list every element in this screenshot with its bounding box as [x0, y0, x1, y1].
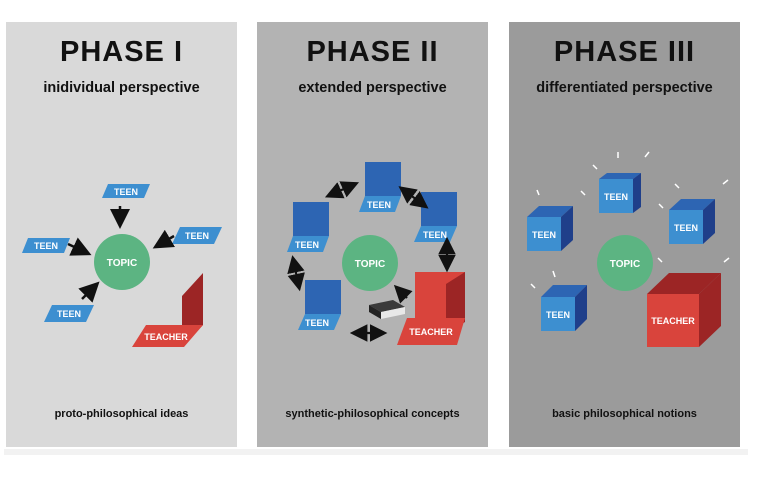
teen-cube-side: [703, 199, 715, 244]
teacher-label: TEACHER: [651, 316, 695, 326]
teen-wall: [421, 192, 457, 226]
teen-cube-top: [599, 173, 641, 179]
arrow: [78, 281, 100, 303]
teen-label: TEEN: [546, 310, 570, 320]
phase-2-footer: synthetic-philosophical concepts: [285, 408, 460, 420]
teen-tile: [287, 236, 329, 252]
teacher-cube-side: [699, 273, 721, 347]
teen-cube-side: [561, 206, 573, 251]
teen-cube-front: [527, 217, 561, 251]
teen-label: TEEN: [114, 187, 138, 197]
topic-circle: [342, 235, 398, 291]
teen-cube-side: [633, 173, 641, 213]
teacher-cube-front: [647, 294, 699, 347]
teen-tile: [102, 184, 150, 198]
teen-label: TEEN: [367, 200, 391, 210]
phase-1-diagram: TOPIC TEEN TEEN TEEN TEEN TEACHER: [22, 184, 222, 347]
teen-tile: [22, 238, 70, 253]
phase-3-panel: PHASE III differentiated perspective TOP…: [509, 22, 740, 447]
teen-label: TEEN: [57, 309, 81, 319]
phase-2-diagram: TOPIC TEEN TEEN TEEN TEEN TEACHER: [287, 162, 465, 345]
teen-cube-front: [541, 297, 575, 331]
phase-1-title: PHASE I: [59, 36, 184, 68]
teacher-cube-top: [647, 273, 721, 294]
topic-circle: [597, 235, 653, 291]
teen-cube-top: [527, 206, 573, 217]
arrow: [152, 229, 175, 249]
double-arrow: [398, 186, 429, 209]
teen-label: TEEN: [34, 241, 58, 251]
teen-tile: [44, 305, 94, 322]
phase-1-panel: PHASE I inidividual perspective TOPIC TE…: [6, 22, 237, 447]
phase-1-footer: proto-philosophical ideas: [54, 408, 189, 420]
bottom-strip: [4, 449, 748, 455]
teacher-label: TEACHER: [144, 332, 188, 342]
teen-cube-top: [541, 285, 587, 297]
book-spine: [369, 305, 381, 319]
double-arrow: [324, 181, 360, 199]
teen-cube-top: [669, 199, 715, 210]
book-pages: [381, 307, 405, 319]
teen-label: TEEN: [532, 230, 556, 240]
teen-tile: [298, 314, 341, 330]
arrow: [393, 284, 413, 304]
phase-3-footer: basic philosophical notions: [552, 408, 697, 420]
teen-tile: [359, 196, 401, 212]
teacher-tile: [132, 325, 203, 347]
teen-label: TEEN: [185, 231, 209, 241]
phase-3-diagram: TOPIC TEEN TEEN TEEN TEEN TEACHER: [527, 151, 730, 347]
teen-tile: [172, 227, 222, 244]
topic-label: TOPIC: [355, 259, 385, 270]
teen-label: TEEN: [604, 192, 628, 202]
teen-wall: [293, 202, 329, 236]
phase-2-subtitle: extended perspective: [298, 80, 447, 96]
topic-label: TOPIC: [107, 258, 137, 269]
teacher-label: TEACHER: [409, 327, 453, 337]
teen-cube-front: [669, 210, 703, 244]
teen-wall: [305, 280, 341, 314]
topic-circle: [94, 234, 150, 290]
topic-label: TOPIC: [610, 259, 640, 270]
radiance-lines: [530, 151, 730, 289]
teen-cube-side: [575, 285, 587, 331]
teen-label: TEEN: [674, 223, 698, 233]
teacher-tile: [397, 318, 465, 345]
phase-2-title: PHASE II: [306, 36, 439, 68]
phase-3-subtitle: differentiated perspective: [536, 80, 713, 96]
phase-1-subtitle: inidividual perspective: [43, 80, 200, 96]
phase-3-title: PHASE III: [553, 36, 696, 68]
teen-label: TEEN: [423, 230, 447, 240]
teen-label: TEEN: [295, 240, 319, 250]
double-arrow: [287, 255, 305, 292]
teen-wall: [365, 162, 401, 196]
phase-2-panel: PHASE II extended perspective TOPIC TEEN…: [257, 22, 488, 447]
arrow: [67, 237, 92, 256]
teen-cube-front: [599, 179, 633, 213]
teen-label: TEEN: [305, 318, 329, 328]
